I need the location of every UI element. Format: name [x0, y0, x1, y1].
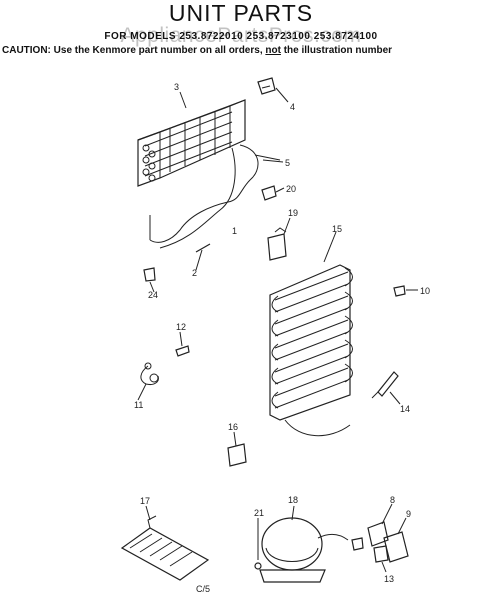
callout-4: 4 [290, 102, 295, 112]
callout-2: 2 [192, 268, 197, 278]
callout-12: 11 [134, 400, 143, 410]
part-bracket-4[interactable] [257, 77, 276, 95]
callout-15: 15 [332, 224, 342, 234]
callout-14: 14 [400, 404, 410, 414]
callout-1: 1 [232, 226, 237, 236]
part-6[interactable] [351, 537, 364, 551]
part-overload-9[interactable] [383, 531, 409, 563]
part-tubing[interactable] [149, 144, 281, 249]
caution-not: not [265, 45, 281, 56]
callout-10: 13 [384, 574, 394, 584]
callout-19: 17 [140, 496, 150, 506]
page-title: UNIT PARTS [168, 0, 314, 26]
part-bracket-16[interactable] [227, 443, 247, 467]
callout-9: 9 [406, 509, 411, 519]
part-2[interactable] [195, 243, 211, 253]
part-clip-24[interactable] [143, 267, 156, 282]
part-clip-17[interactable] [261, 185, 277, 201]
part-drain-pan-19[interactable] [120, 515, 210, 581]
part-clip-11[interactable] [393, 285, 406, 297]
footer-code: C/5 [196, 584, 210, 594]
callout-21: 21 [254, 508, 264, 518]
part-harness-12[interactable] [140, 362, 159, 385]
callout-3: 3 [174, 82, 179, 92]
part-thermostat-14[interactable] [371, 371, 399, 399]
part-relay-18[interactable] [267, 227, 287, 261]
part-condenser-15[interactable] [269, 264, 353, 437]
callout-24: 24 [148, 290, 158, 300]
callout-18: 19 [288, 208, 298, 218]
callout-20: 18 [288, 495, 298, 505]
part-evaporator[interactable] [137, 99, 246, 187]
part-10[interactable] [373, 545, 389, 563]
caution-text: CAUTION: Use the Kenmore part number on … [2, 45, 266, 56]
callout-8: 8 [390, 495, 395, 505]
part-compressor-20[interactable] [259, 517, 349, 583]
callout-16: 16 [228, 422, 238, 432]
part-relay-8[interactable] [367, 521, 389, 547]
part-grommet-21[interactable] [254, 540, 262, 570]
part-13[interactable] [175, 345, 190, 357]
callout-5: 5 [285, 158, 290, 168]
caution-note: CAUTION: Use the Kenmore part number on … [2, 45, 482, 56]
caution-suffix: the illustration number [280, 45, 393, 56]
callout-13: 12 [176, 322, 186, 332]
callout-11: 10 [420, 286, 430, 296]
leader-lines [137, 87, 418, 573]
model-numbers: FOR MODELS 253.8722010 253.8723100 253.8… [104, 31, 378, 42]
watermark: AppliancePartsPros.com [120, 24, 362, 47]
callout-17: 20 [286, 184, 296, 194]
callout-labels: 3 4 5 20 19 1 2 24 12 11 15 10 14 16 17 … [134, 82, 430, 594]
